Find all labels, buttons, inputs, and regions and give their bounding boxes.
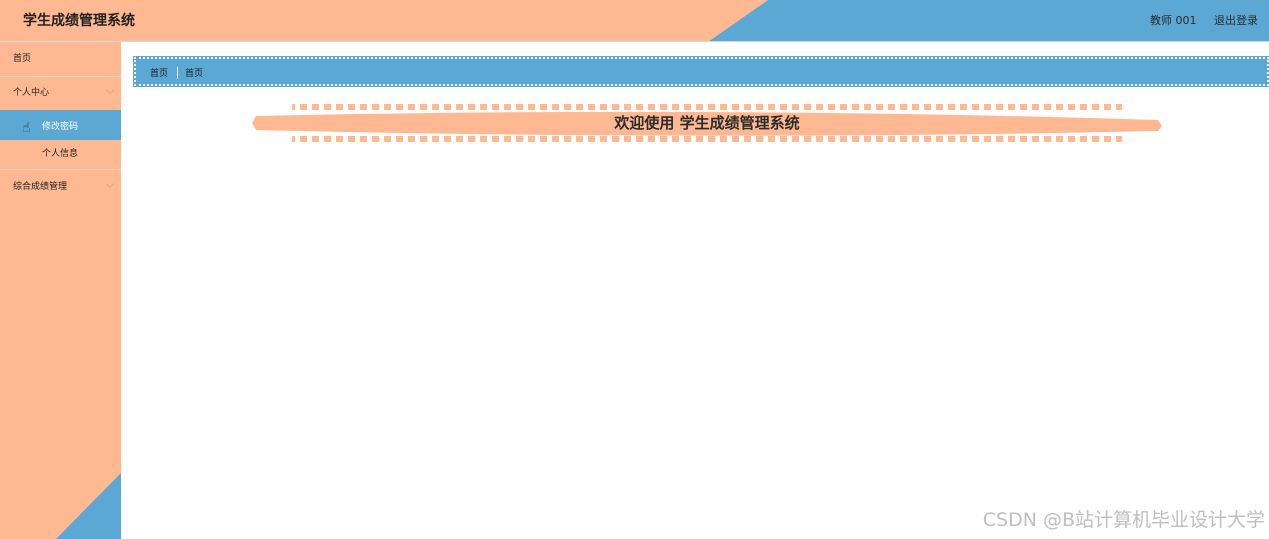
sidebar-subitem-personal-info[interactable]: 个人信息 <box>0 140 121 170</box>
hand-pointer-icon: ☝ <box>22 120 31 136</box>
chevron-down-icon <box>105 85 115 95</box>
sidebar-corner-accent <box>56 473 121 539</box>
logout-link[interactable]: 退出登录 <box>1214 14 1258 27</box>
header-accent-shape <box>708 0 1269 41</box>
menu-divider <box>0 169 121 170</box>
sidebar-item-score-management[interactable]: 综合成绩管理 <box>0 170 121 203</box>
sidebar-subitem-change-password[interactable]: 修改密码 <box>0 110 121 140</box>
app-title: 学生成绩管理系统 <box>23 13 135 29</box>
user-label: 教师 001 <box>1150 14 1197 27</box>
sidebar-item-label: 个人中心 <box>13 88 50 98</box>
sidebar-item-personal-center[interactable]: 个人中心 <box>0 77 121 110</box>
header-user-area: 教师 001 退出登录 <box>1150 13 1258 29</box>
top-header: 学生成绩管理系统 教师 001 退出登录 <box>0 0 1269 42</box>
sidebar-item-label: 综合成绩管理 <box>13 182 68 192</box>
sidebar-subitem-label: 修改密码 <box>42 122 79 132</box>
menu-divider <box>0 76 121 77</box>
breadcrumb-item-current: 首页 <box>185 69 204 79</box>
welcome-text: 欢迎使用 学生成绩管理系统 <box>614 114 800 132</box>
sidebar-item-home[interactable]: 首页 <box>0 42 121 76</box>
breadcrumb: 首页 首页 <box>133 56 1269 87</box>
sidebar-menu: 首页 个人中心 修改密码 ☝ 个人信息 综合成绩管理 <box>0 42 121 539</box>
chevron-down-icon <box>105 179 115 189</box>
welcome-banner: 欢迎使用 学生成绩管理系统 <box>252 104 1162 142</box>
watermark: CSDN @B站计算机毕业设计大学 <box>982 509 1265 531</box>
sidebar-subitem-label: 个人信息 <box>42 149 79 159</box>
breadcrumb-item[interactable]: 首页 <box>150 69 169 79</box>
breadcrumb-separator <box>177 67 178 79</box>
welcome-banner-shape <box>252 104 1162 142</box>
sidebar-item-label: 首页 <box>13 54 32 64</box>
